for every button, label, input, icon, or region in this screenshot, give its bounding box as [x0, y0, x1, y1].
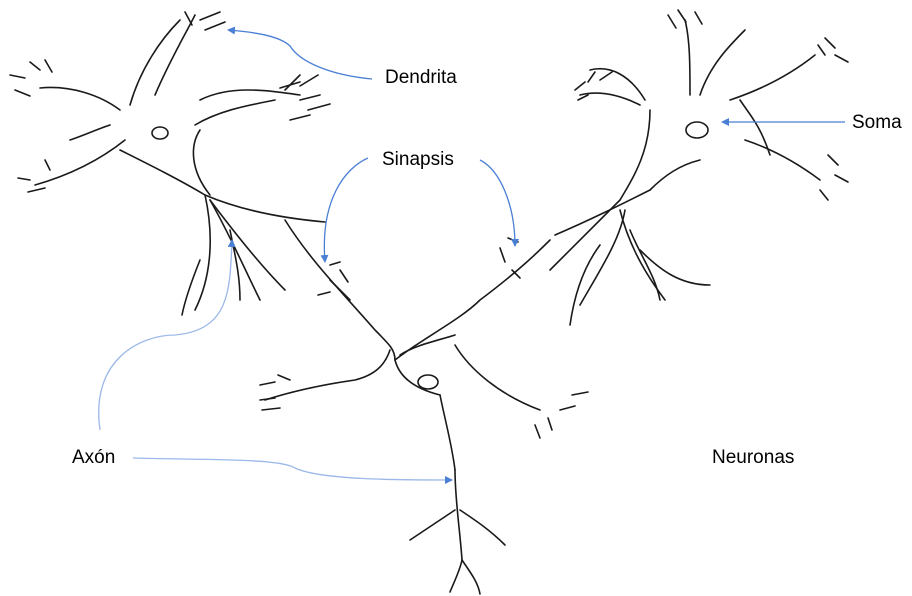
neuron-top-left [10, 12, 330, 315]
annotation-arrows [99, 30, 845, 480]
arrow-sinapsis-right [480, 160, 515, 246]
neuron-top-right [550, 10, 848, 325]
label-axon: Axón [72, 448, 115, 467]
label-sinapsis: Sinapsis [382, 150, 454, 169]
arrow-dendrita [228, 30, 372, 79]
arrow-axon-upper [99, 240, 232, 430]
label-dendrita: Dendrita [385, 68, 457, 87]
arrow-sinapsis-left [324, 158, 368, 262]
label-soma: Soma [852, 113, 902, 132]
arrow-axon-lower [133, 458, 452, 480]
neuron-bottom [260, 220, 588, 594]
label-neuronas: Neuronas [712, 448, 794, 467]
